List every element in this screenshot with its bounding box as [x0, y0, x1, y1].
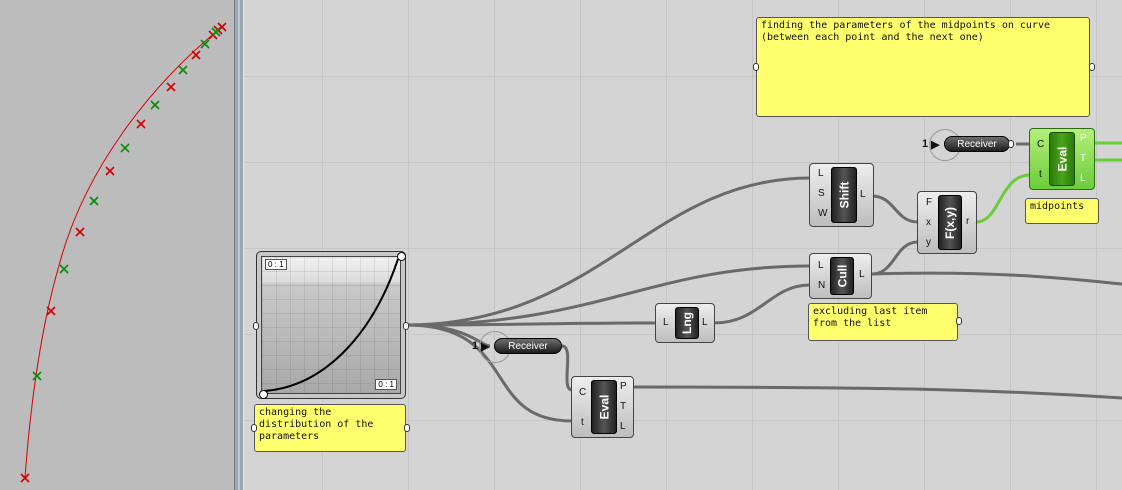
panel-splitter[interactable]	[234, 0, 244, 490]
port-c: C	[579, 387, 587, 398]
port-p: P	[620, 381, 627, 392]
graph-min-label: 0 : 1	[265, 259, 287, 270]
viewport-curve	[20, 22, 227, 483]
port-l-out: L	[702, 317, 708, 328]
shift-list-component[interactable]: L S W Shift L	[809, 163, 874, 227]
midpoint-marker	[59, 264, 69, 274]
port-f: F	[926, 197, 933, 208]
curve-point-marker	[46, 306, 56, 316]
receiver-arrow-icon: ▶	[931, 139, 940, 151]
receiver-count: 1	[922, 138, 929, 150]
list-length-component[interactable]: L Lng L	[655, 303, 715, 343]
shift-core: Shift	[831, 167, 857, 223]
lng-core: Lng	[675, 307, 699, 339]
midpoint-marker	[178, 65, 188, 75]
rhino-viewport[interactable]	[0, 0, 234, 490]
port-l: L	[1080, 173, 1086, 184]
graph-input-pin[interactable]	[253, 322, 259, 330]
eval-core: Eval	[591, 380, 617, 434]
curve-point-marker	[136, 119, 146, 129]
curve-point-marker	[75, 227, 85, 237]
midpoint-marker	[211, 27, 221, 37]
midpoint-marker	[150, 100, 160, 110]
midpoint-marker	[200, 39, 210, 49]
note-midpoints-parameters[interactable]: finding the parameters of the midpoints …	[756, 17, 1090, 117]
midpoint-marker	[89, 196, 99, 206]
port-y: y	[926, 237, 931, 248]
port-l-out: L	[859, 269, 865, 280]
port-t: t	[581, 417, 584, 428]
port-t-out: T	[1080, 153, 1087, 164]
midpoint-marker	[120, 143, 130, 153]
receiver-bottom[interactable]: Receiver	[494, 338, 562, 354]
fxy-core: F(x,y)	[938, 195, 962, 250]
note-midpoints[interactable]: midpoints	[1025, 198, 1099, 224]
evaluate-curve-top[interactable]: C t Eval P T L	[1029, 128, 1095, 190]
note-output-grip[interactable]	[1089, 63, 1095, 71]
graph-plot-area[interactable]: 0 : 1 0 : 1	[261, 256, 401, 394]
port-l: L	[663, 317, 669, 328]
curve-point-marker	[191, 50, 201, 60]
eval-core: Eval	[1049, 132, 1075, 186]
port-l: L	[818, 168, 824, 179]
curve-point-marker	[20, 473, 30, 483]
port-x: x	[926, 217, 931, 228]
graph-max-label: 0 : 1	[375, 379, 397, 390]
cull-index-component[interactable]: L N Cull L	[809, 253, 872, 299]
graph-handle-end[interactable]	[397, 252, 406, 261]
port-w: W	[818, 208, 828, 219]
port-l: L	[818, 260, 824, 271]
port-n: N	[818, 280, 826, 291]
cull-core: Cull	[830, 257, 854, 295]
port-p: P	[1080, 133, 1087, 144]
port-l: L	[620, 421, 626, 432]
receiver-arrow-icon: ▶	[481, 341, 490, 353]
port-t-out: T	[620, 401, 627, 412]
graph-handle-start[interactable]	[259, 390, 268, 399]
port-t: t	[1039, 169, 1042, 180]
receiver-top[interactable]: Receiver	[944, 136, 1010, 152]
curve-point-marker	[166, 82, 176, 92]
receiver-count: 1	[472, 340, 479, 352]
port-r: r	[966, 216, 970, 227]
midpoint-marker	[32, 371, 42, 381]
port-c: C	[1037, 139, 1045, 150]
receiver-output-pin[interactable]	[1008, 140, 1014, 148]
expression-fxy-component[interactable]: F x y F(x,y) r	[917, 191, 977, 254]
port-l-out: L	[860, 189, 866, 200]
note-output-grip[interactable]	[404, 424, 410, 432]
note-distribution[interactable]: changing the distribution of the paramet…	[254, 404, 406, 452]
note-input-grip[interactable]	[753, 63, 759, 71]
note-excluding-last[interactable]: excluding last item from the list	[808, 303, 958, 341]
graph-output-pin[interactable]	[403, 322, 409, 330]
curve-point-marker	[105, 166, 115, 176]
port-s: S	[818, 188, 825, 199]
note-input-grip[interactable]	[251, 424, 257, 432]
note-output-grip[interactable]	[956, 317, 962, 325]
evaluate-curve-bottom[interactable]: C t Eval P T L	[571, 376, 634, 438]
graph-mapper[interactable]: 0 : 1 0 : 1	[253, 251, 409, 399]
